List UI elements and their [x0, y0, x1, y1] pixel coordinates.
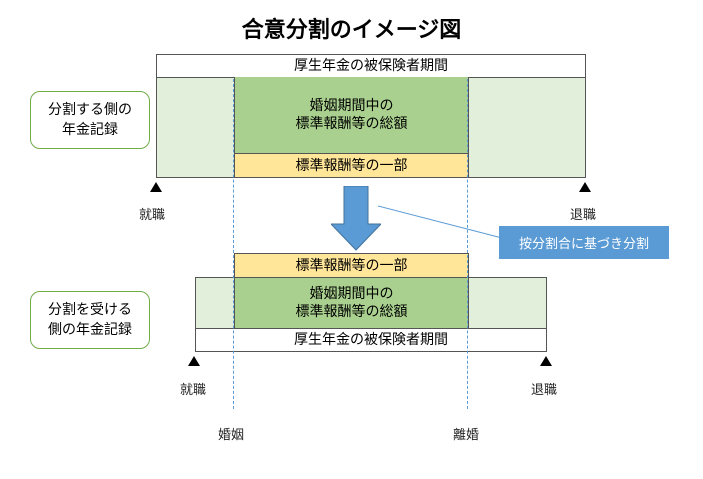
- bottom-start-triangle-icon: [188, 356, 200, 366]
- marriage-label: 婚姻: [218, 428, 245, 443]
- top-side-label: 分割する側の 年金記録: [30, 91, 150, 149]
- bottom-side-label: 分割を受ける 側の年金記録: [30, 291, 150, 349]
- top-end-label: 退職: [570, 208, 597, 223]
- bottom-end-label: 退職: [531, 383, 558, 398]
- bottom-marriage-total: 婚姻期間中の 標準報酬等の総額: [234, 277, 469, 329]
- bottom-start-label: 就職: [180, 383, 207, 398]
- divorce-label: 離婚: [453, 428, 480, 443]
- callout-connector: [377, 205, 503, 239]
- bottom-end-triangle-icon: [540, 356, 552, 366]
- divorce-dashed-line: [467, 79, 468, 409]
- top-start-label: 就職: [139, 208, 166, 223]
- top-portion: 標準報酬等の一部: [234, 153, 469, 178]
- callout-box: 按分割合に基づき分割: [499, 226, 669, 259]
- top-start-triangle-icon: [150, 182, 162, 192]
- top-end-triangle-icon: [579, 182, 591, 192]
- top-marriage-total: 婚姻期間中の 標準報酬等の総額: [234, 77, 469, 154]
- diagram-title: 合意分割のイメージ図: [241, 18, 462, 43]
- top-period-bar: 厚生年金の被保険者期間: [156, 54, 586, 78]
- marriage-dashed-line: [233, 79, 234, 409]
- bottom-portion: 標準報酬等の一部: [234, 253, 469, 278]
- bottom-period-bar: 厚生年金の被保険者期間: [195, 328, 547, 352]
- down-arrow-icon: [331, 186, 381, 251]
